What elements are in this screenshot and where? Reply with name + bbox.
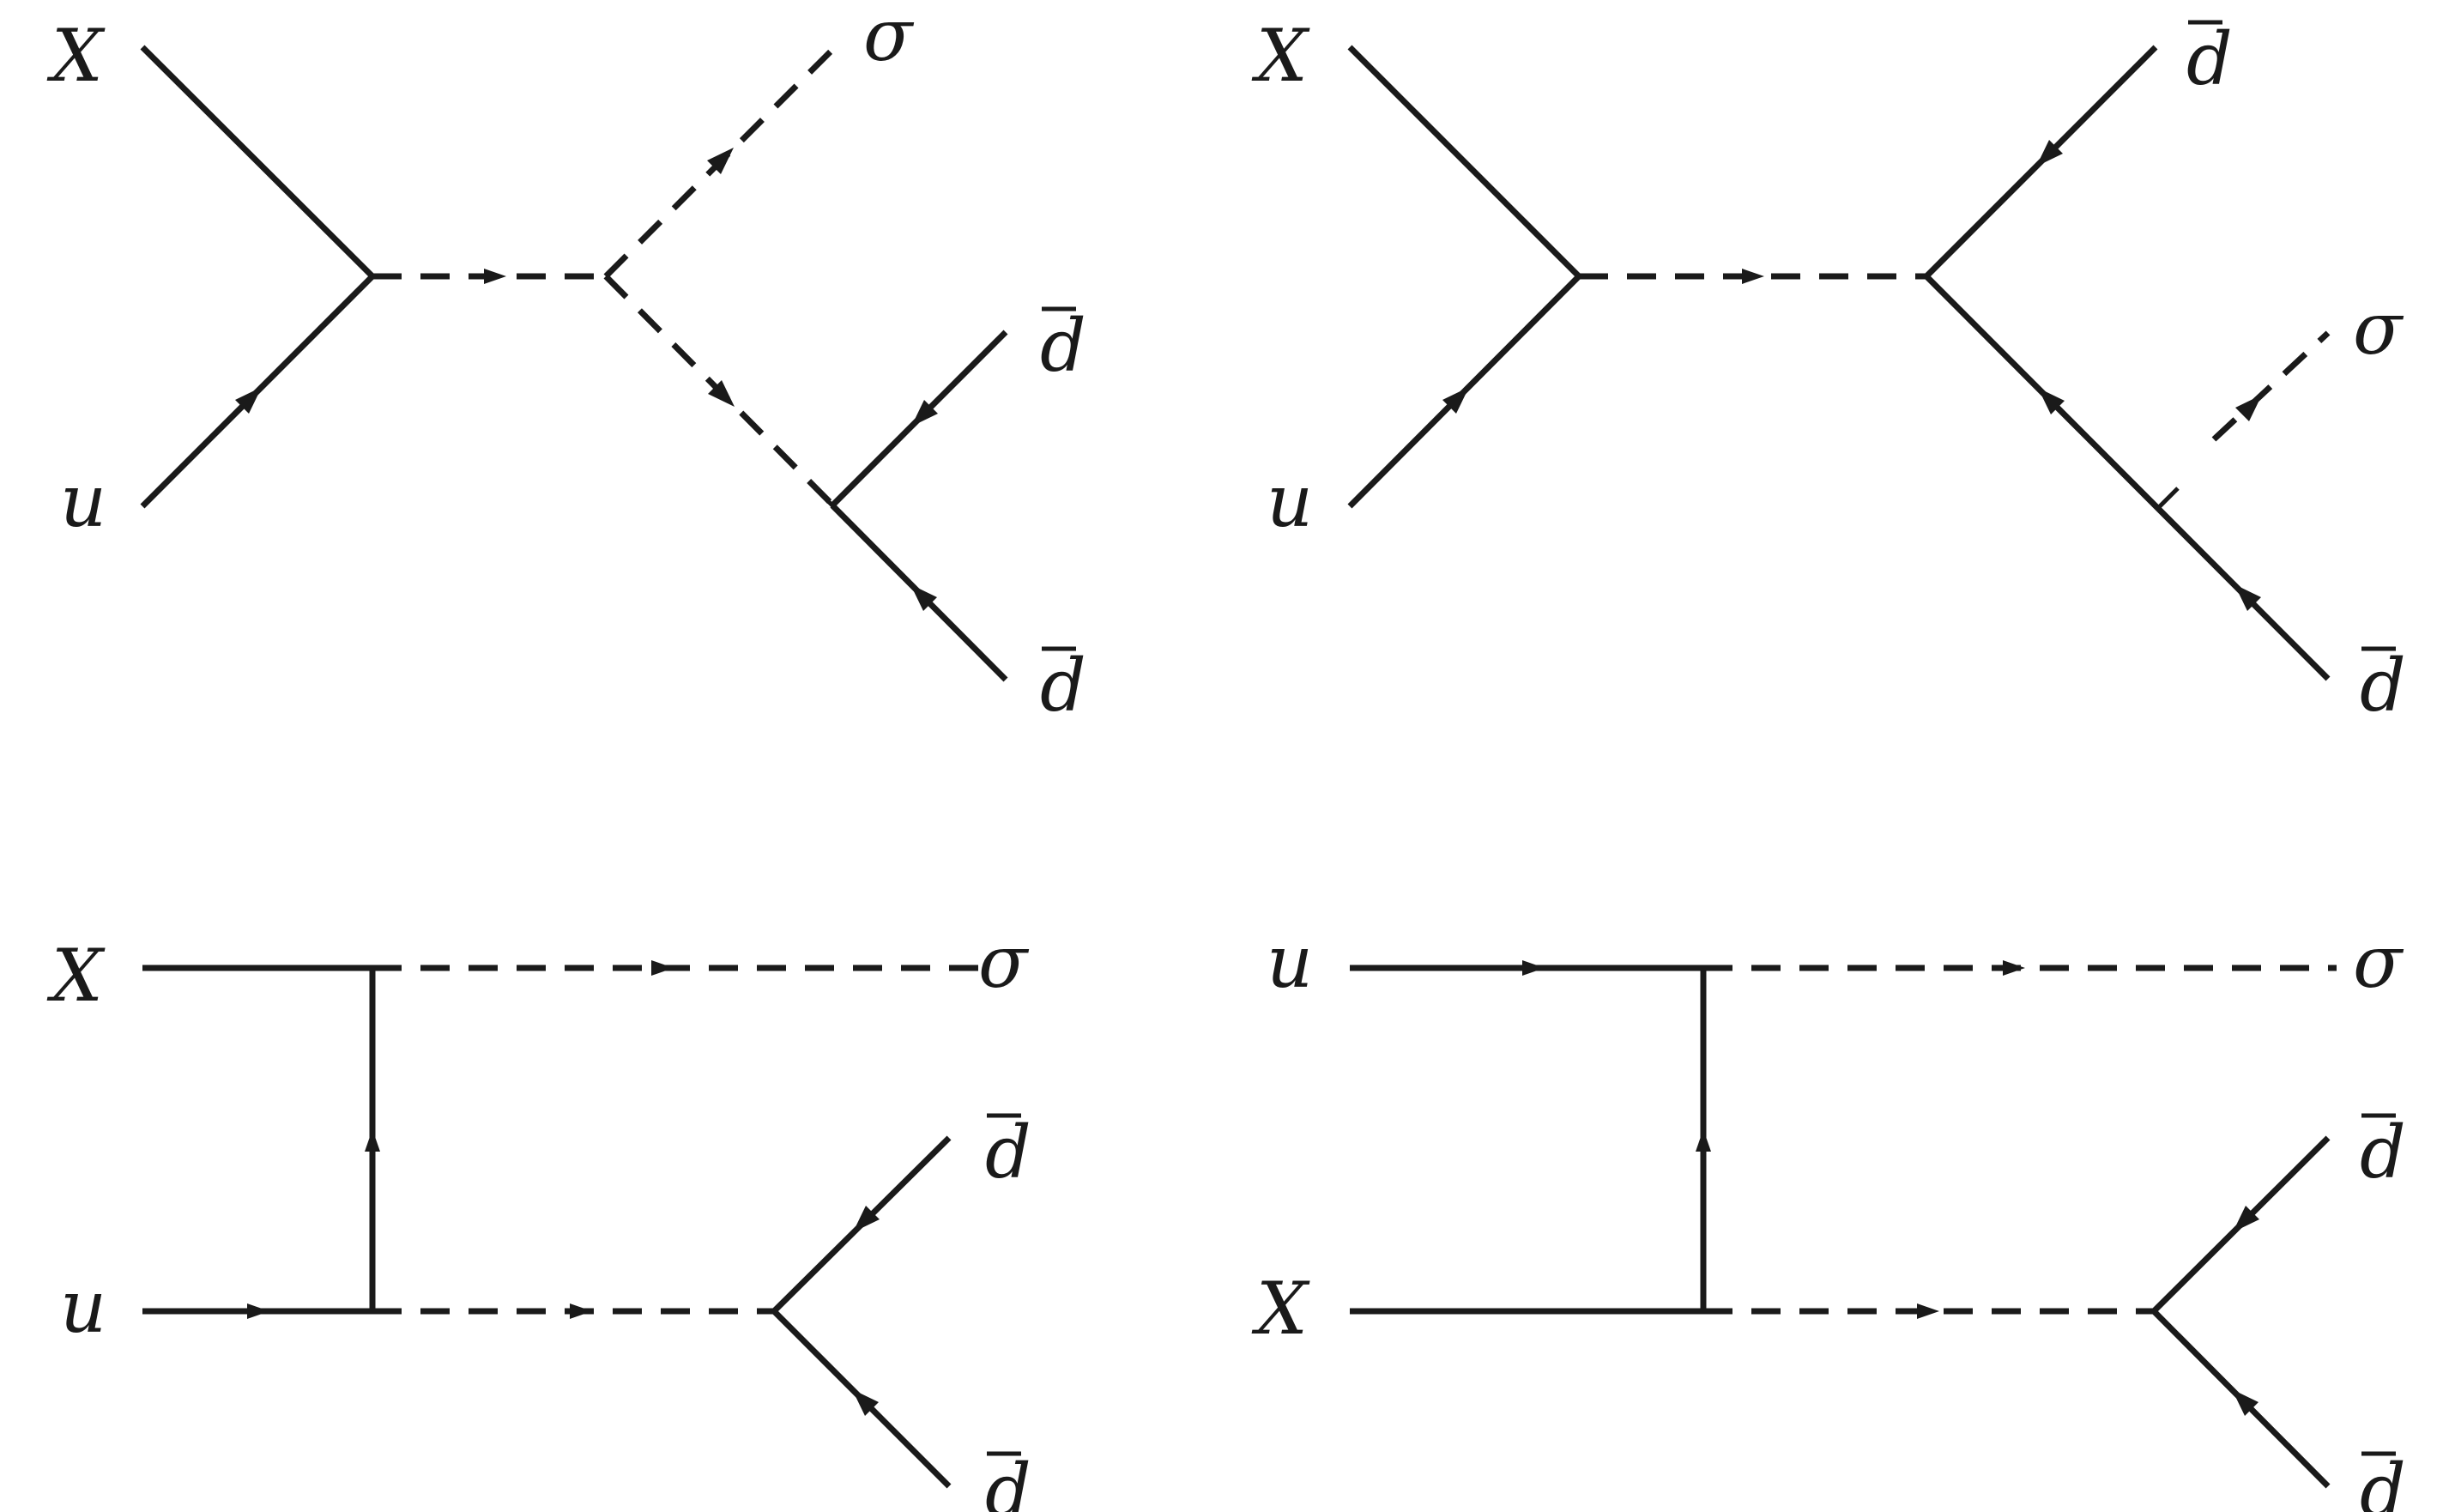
fermion-arrow (365, 1129, 380, 1152)
dbar-arrow-bottom (2234, 584, 2261, 611)
dbar-arrow-bottom (2232, 1389, 2259, 1416)
u-arrow (1442, 387, 1469, 414)
u-arrow (235, 387, 262, 414)
label-sigma: σ (2353, 920, 2404, 1004)
vertex-tick (2156, 487, 2180, 511)
label-u: u (1267, 459, 1313, 543)
sigma-arrow (2235, 395, 2262, 421)
label-x: X (1251, 14, 1310, 98)
label-u: u (60, 1265, 106, 1349)
label-dbar-bottom: d (2360, 644, 2406, 728)
dbar-arrow-bottom (852, 1389, 879, 1416)
sigma-line (2211, 330, 2331, 442)
label-u: u (60, 459, 106, 543)
label-u: u (1267, 920, 1313, 1004)
fermion-arrow (1696, 1129, 1711, 1152)
dbar-arrow-top (2233, 1206, 2259, 1232)
label-x: X (46, 14, 106, 98)
dbar-arrow-top (2036, 140, 2063, 166)
sigma-arrow (2003, 960, 2025, 976)
label-dbar-top: d (2360, 1110, 2406, 1194)
u-arrow (247, 1303, 269, 1319)
label-dbar-top: d (1040, 304, 1086, 388)
scalar-arrow-2 (708, 380, 735, 407)
dbar-arrow-top (911, 400, 938, 426)
scalar-arrow (1917, 1303, 1939, 1319)
label-dbar-top: d (2186, 17, 2233, 101)
scalar-arrow (570, 1303, 592, 1319)
label-sigma: σ (978, 920, 1030, 1004)
diagram-4: u X σ d d (1251, 920, 2406, 1512)
sigma-arrow (707, 148, 734, 174)
fermion-line (1924, 274, 2331, 681)
label-x: X (1251, 1267, 1310, 1351)
diagram-1: X u σ d d (46, 0, 1086, 728)
diagram-3: X u σ d d (46, 920, 1031, 1512)
scalar-arrow (1742, 269, 1764, 284)
fermion-arrow (2038, 388, 2065, 414)
diagram-2: X u d σ d (1251, 14, 2406, 728)
x-line (140, 45, 375, 279)
label-dbar-bottom: d (1040, 644, 1086, 728)
u-arrow (1522, 960, 1545, 976)
dbar-arrow-bottom (910, 584, 937, 611)
label-sigma: σ (863, 0, 915, 77)
sigma-arrow (651, 960, 674, 976)
label-dbar-bottom: d (2360, 1448, 2406, 1512)
label-dbar-top: d (985, 1110, 1031, 1194)
label-dbar-bottom: d (985, 1448, 1031, 1512)
x-line (1347, 45, 1581, 279)
label-sigma: σ (2353, 287, 2404, 371)
scalar-arrow (484, 269, 506, 284)
label-x: X (46, 934, 106, 1018)
dbar-arrow-top (853, 1206, 880, 1232)
